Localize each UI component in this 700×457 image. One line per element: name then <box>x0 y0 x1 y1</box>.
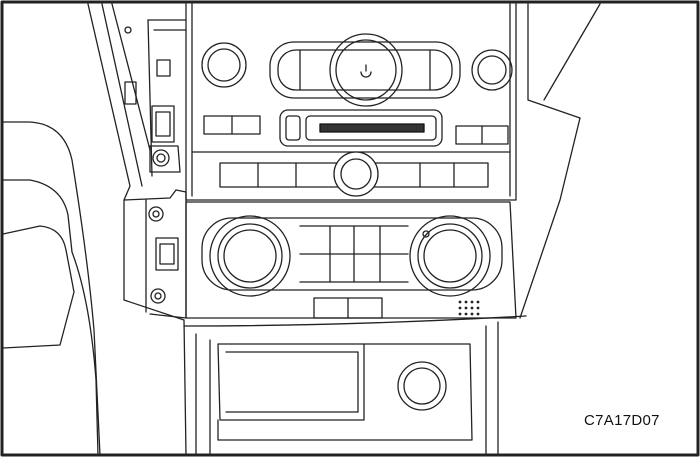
left-seat-contour <box>2 121 101 456</box>
bracket-lower-screw <box>150 288 166 304</box>
left-temperature-knob <box>209 215 291 297</box>
hvac-lower-buttons <box>313 297 383 319</box>
lower-control-knob <box>397 361 447 411</box>
bracket-upper-screw <box>148 206 164 222</box>
right-fan-knob <box>409 215 491 297</box>
hvac-mounting-bracket <box>123 189 187 319</box>
right-audio-knob <box>471 49 513 91</box>
right-preset-buttons <box>455 125 509 145</box>
hvac-control-panel <box>183 201 527 327</box>
power-icon <box>360 64 372 78</box>
power-volume-knob <box>329 33 403 107</box>
left-audio-knob <box>201 42 247 88</box>
tune-knob <box>333 151 379 197</box>
console-side-panel <box>87 3 187 456</box>
volume-control-cluster <box>269 41 461 99</box>
storage-bin <box>217 343 473 441</box>
sensor-grille <box>458 300 480 316</box>
left-preset-buttons <box>203 115 261 135</box>
figure-code-label: C7A17D07 <box>584 412 660 429</box>
cd-slot-bezel <box>279 109 443 147</box>
side-screw <box>152 149 170 167</box>
side-switch-panel <box>124 26 181 173</box>
lower-console <box>195 321 499 456</box>
cd-slot <box>319 123 425 133</box>
dash-trim-right <box>519 3 601 319</box>
